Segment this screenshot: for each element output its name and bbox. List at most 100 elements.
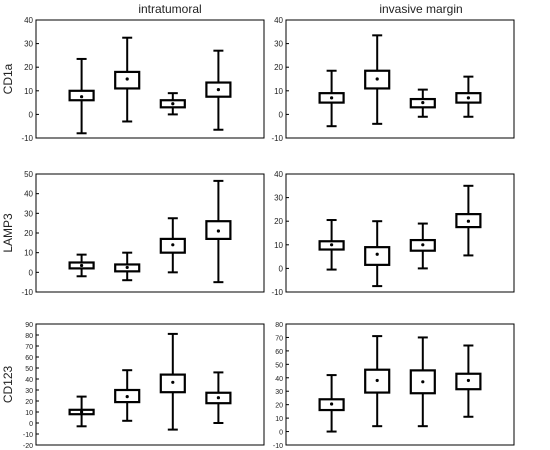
mean-dot [216, 229, 220, 233]
column-title-intratumoral: intratumoral [138, 2, 201, 16]
y-tick-label: 80 [275, 322, 283, 329]
mean-dot [330, 243, 334, 247]
mean-dot [375, 252, 379, 256]
y-tick-label: -20 [23, 443, 33, 450]
y-tick-label: 40 [274, 16, 283, 25]
y-tick-label: 30 [24, 40, 33, 49]
box-4 [205, 371, 232, 424]
y-tick-label: 0 [279, 110, 284, 119]
y-tick-label: 30 [274, 194, 283, 203]
mean-dot [171, 380, 175, 384]
box-1 [318, 219, 345, 271]
mean-dot [80, 410, 84, 414]
box-4 [205, 179, 232, 284]
mean-dot [330, 402, 334, 406]
box-1 [68, 57, 95, 135]
y-tick-label: -10 [21, 288, 33, 297]
y-tick-label: 0 [279, 430, 283, 437]
box-1 [318, 374, 345, 433]
y-tick-label: 30 [24, 209, 33, 218]
mean-dot [171, 243, 175, 247]
y-tick-label: 20 [25, 399, 33, 406]
y-tick-label: -10 [273, 443, 283, 450]
y-tick-label: 20 [274, 217, 283, 226]
mean-dot [466, 96, 470, 100]
y-tick-label: 20 [24, 63, 33, 72]
mean-dot [421, 380, 425, 384]
box-3 [409, 88, 436, 118]
panel-6: -10 0 10 20 30 40 50 60 70 80 [273, 322, 515, 450]
mean-dot [125, 395, 129, 399]
mean-dot [80, 95, 84, 99]
row-label: CD1a [1, 63, 15, 94]
box-4 [455, 75, 482, 118]
box-3 [159, 217, 186, 274]
mean-dot [216, 396, 220, 400]
mean-dot [375, 378, 379, 383]
mean-dot [466, 378, 470, 383]
panel-frame [285, 323, 515, 446]
box-2 [114, 251, 141, 282]
y-tick-label: 0 [29, 421, 33, 428]
y-tick-label: 50 [275, 362, 283, 369]
y-tick-label: 0 [29, 110, 34, 119]
y-tick-label: 70 [25, 344, 33, 351]
y-tick-label: 30 [25, 388, 33, 395]
y-tick-label: 20 [24, 229, 33, 238]
y-tick-label: 30 [274, 40, 283, 49]
y-tick-label: 70 [275, 335, 283, 342]
y-tick-label: 50 [24, 170, 33, 179]
y-tick-label: -10 [21, 134, 33, 143]
box-2 [114, 36, 141, 123]
row-label: LAMP3 [1, 213, 15, 253]
mean-dot [171, 102, 175, 106]
y-tick-label: 40 [25, 377, 33, 384]
box-3 [409, 336, 436, 428]
y-tick-label: 40 [24, 190, 33, 199]
box-iqr [364, 246, 391, 266]
y-tick-label: 40 [274, 170, 283, 179]
y-tick-label: 10 [24, 249, 33, 258]
box-2 [364, 34, 391, 125]
y-tick-label: 40 [24, 16, 33, 25]
box-4 [455, 344, 482, 418]
mean-dot [330, 96, 334, 100]
y-tick-label: 10 [275, 416, 283, 423]
box-2 [114, 369, 141, 422]
mean-dot [421, 101, 425, 105]
panel-frame [285, 19, 515, 139]
y-tick-label: 20 [275, 403, 283, 410]
y-tick-label: -10 [271, 134, 283, 143]
y-tick-label: -10 [23, 432, 33, 439]
y-tick-label: 60 [275, 349, 283, 356]
row-label: CD123 [1, 366, 15, 404]
y-tick-label: 0 [279, 264, 284, 273]
box-1 [318, 69, 345, 128]
mean-dot [421, 243, 425, 247]
box-1 [68, 253, 95, 278]
panel-frame [35, 323, 265, 446]
y-tick-label: 40 [275, 376, 283, 383]
y-tick-label: 20 [274, 63, 283, 72]
panel-frame [285, 173, 515, 293]
box-4 [205, 49, 232, 131]
y-tick-label: 10 [24, 87, 33, 96]
y-tick-label: 90 [25, 322, 33, 329]
y-tick-label: 60 [25, 355, 33, 362]
box-3 [409, 222, 436, 270]
y-tick-label: 50 [25, 366, 33, 373]
panel-frame [35, 19, 265, 139]
mean-dot [216, 88, 220, 92]
y-tick-label: 0 [29, 268, 34, 277]
mean-dot [375, 77, 379, 81]
box-2 [364, 335, 391, 428]
y-tick-label: 30 [275, 389, 283, 396]
box-3 [159, 92, 186, 116]
column-title-invasive-margin: invasive margin [379, 2, 462, 16]
